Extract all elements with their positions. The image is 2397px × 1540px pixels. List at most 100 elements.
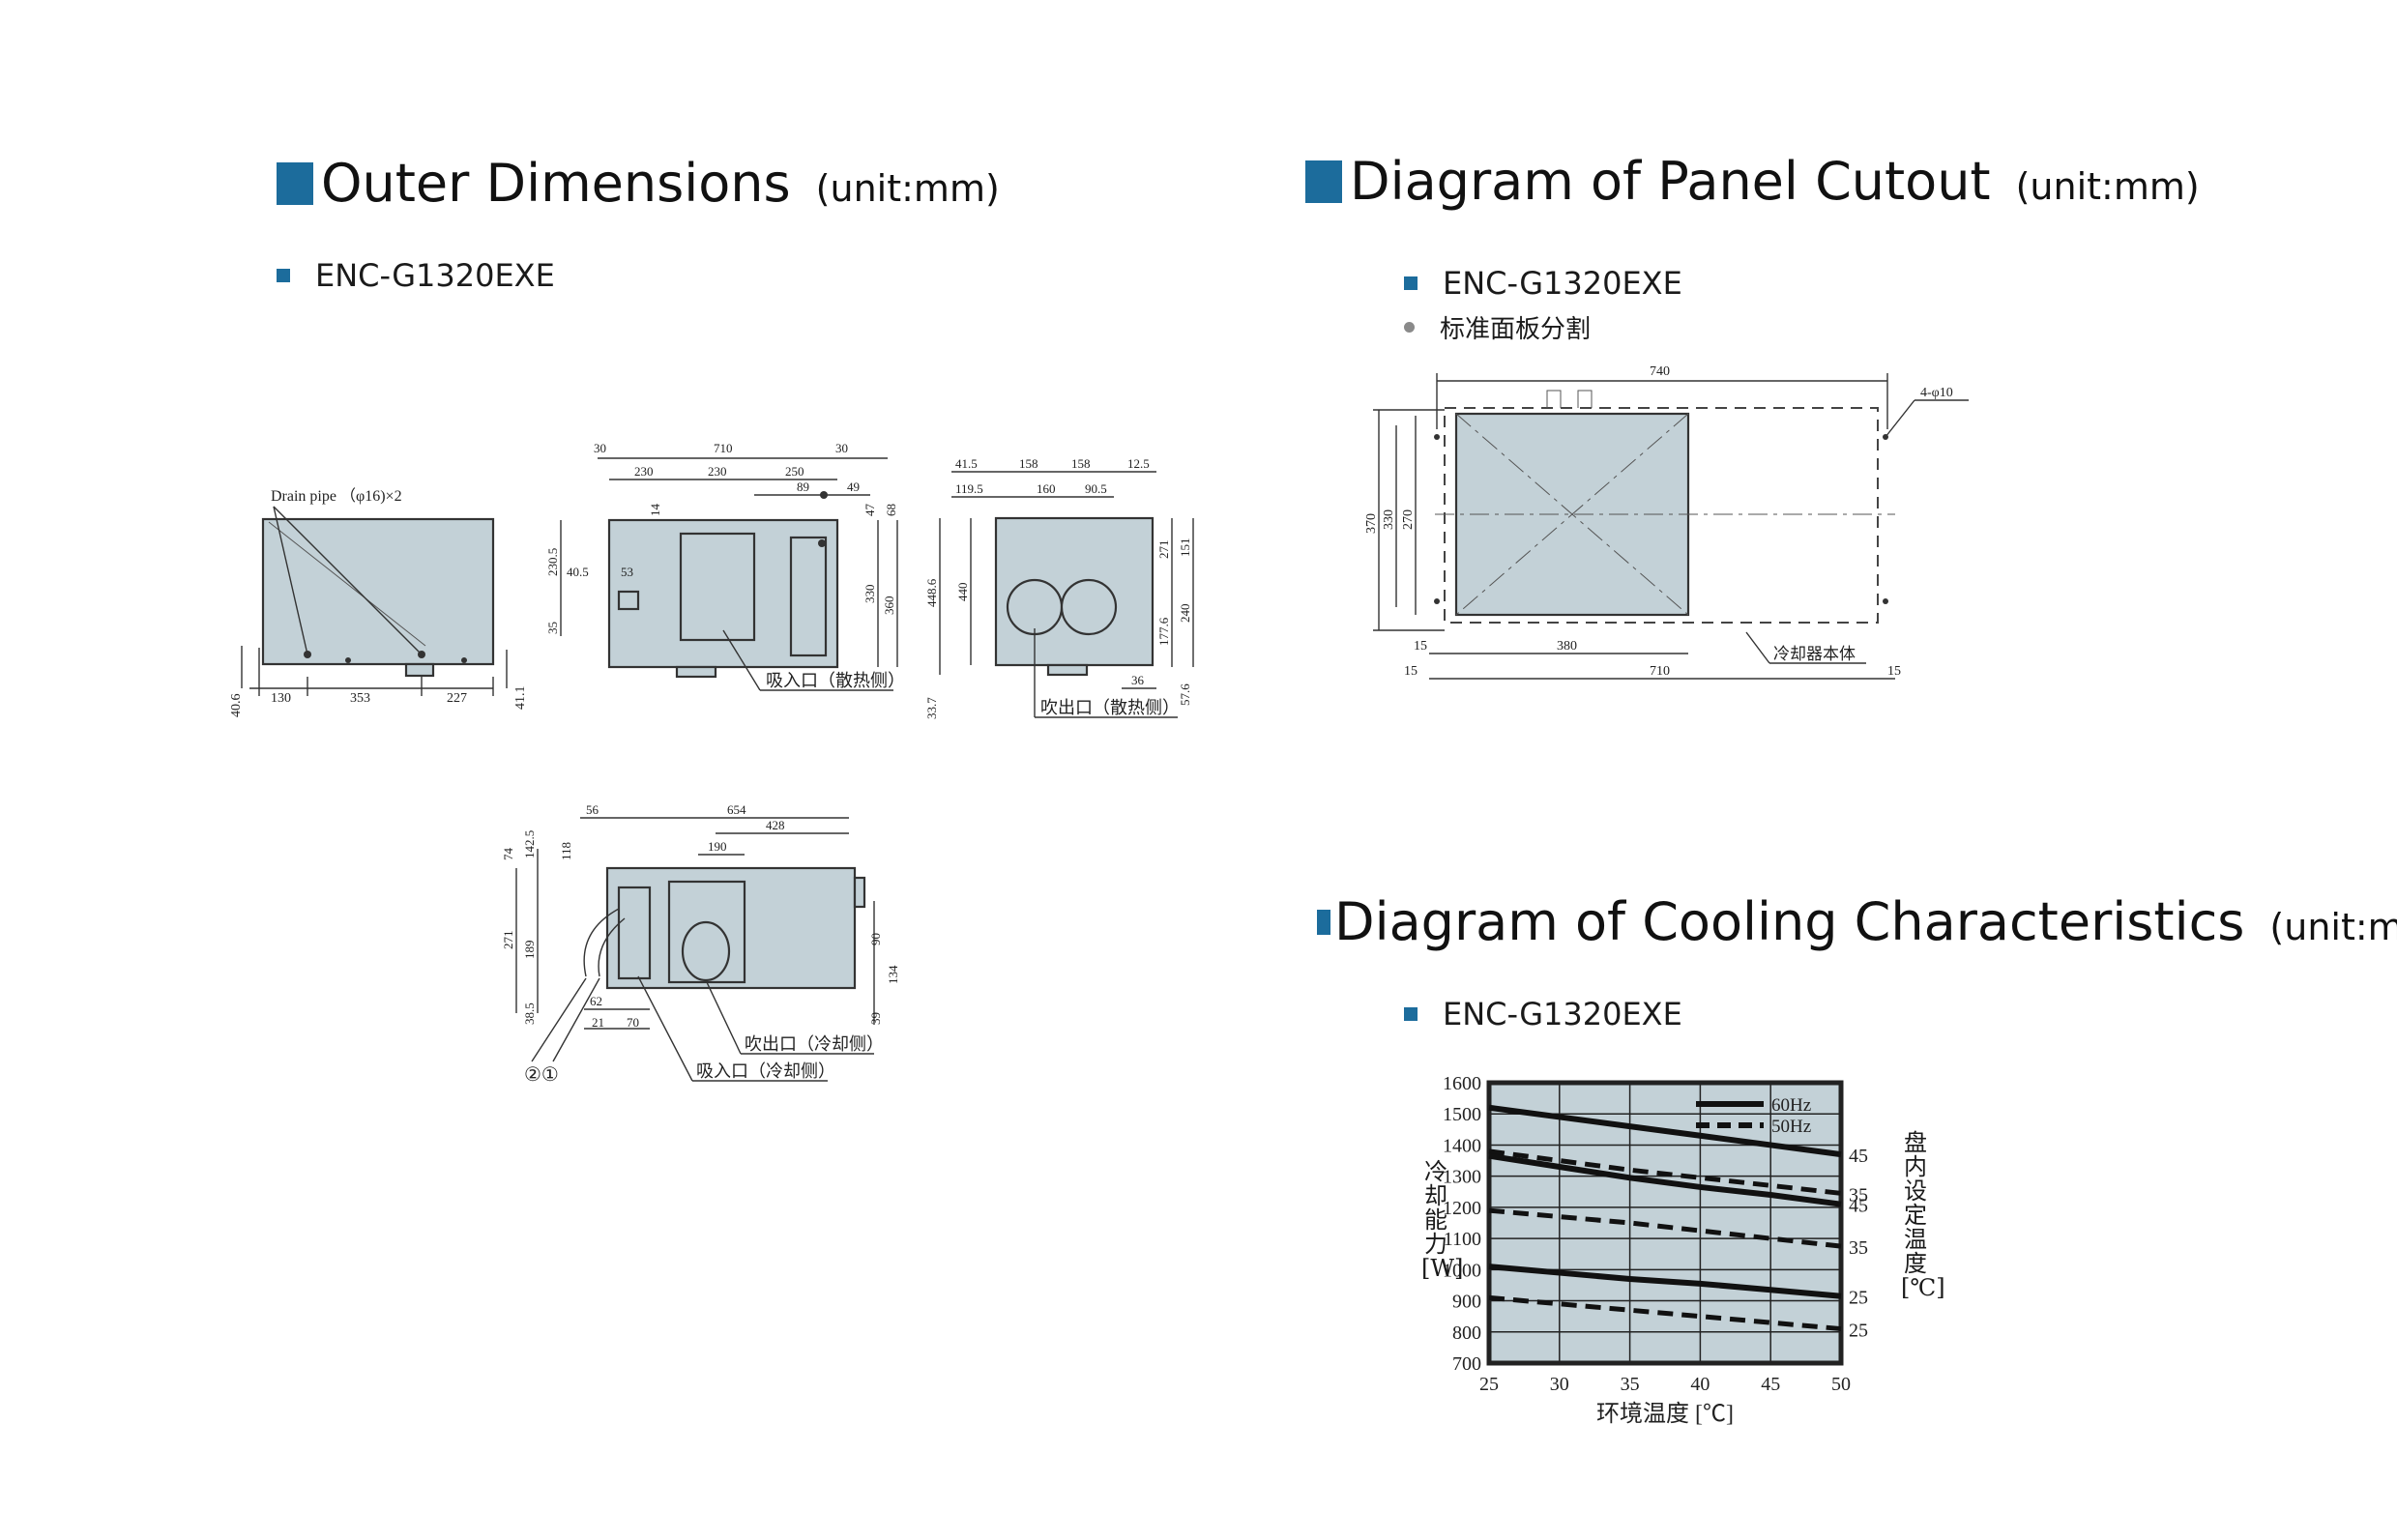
y-axis-label: 冷却能力[W] (1421, 1158, 1464, 1282)
panel-dim-15b: 15 (1404, 664, 1418, 679)
rear-dim-12.5: 12.5 (1127, 456, 1150, 471)
front-dim-41.1: 41.1 (513, 686, 528, 711)
cooler-body-label: 冷却器本体 (1773, 645, 1856, 663)
x-tick-35: 35 (1621, 1374, 1640, 1395)
x-axis-label: 环境温度 [℃] (1596, 1401, 1734, 1427)
y2-axis-label: 盘内设定温度[℃] (1901, 1129, 1945, 1301)
bottom-dim-654: 654 (727, 802, 746, 817)
panel-sub-text: 标准面板分割 (1440, 315, 1592, 344)
bottom-dim-271: 271 (501, 931, 515, 950)
y-tick-1300: 1300 (1443, 1167, 1481, 1188)
panel-dim-270: 270 (1401, 509, 1416, 530)
panel-model: ENC-G1320EXE (1404, 265, 1682, 302)
bottom-dim-134: 134 (886, 965, 900, 984)
bottom-dim-142.5: 142.5 (522, 830, 537, 858)
side-dim-40.5: 40.5 (567, 565, 589, 579)
bullet-square-icon (1404, 1007, 1418, 1021)
y-tick-900: 900 (1452, 1292, 1481, 1313)
bottom-dim-118: 118 (559, 842, 573, 860)
panel-model-text: ENC-G1320EXE (1443, 265, 1682, 302)
series-50Hz-35-3 (1488, 1207, 1842, 1249)
bullet-square-icon (1404, 276, 1418, 290)
bottom-dim-38.5: 38.5 (522, 1002, 537, 1025)
bottom-dim-74: 74 (501, 848, 515, 861)
panel-cutout-drawing: 740 4-φ10 370 330 270 15 380 15 710 15 冷… (1364, 364, 1969, 680)
y-tick-700: 700 (1452, 1353, 1481, 1375)
y-tick-1400: 1400 (1443, 1135, 1481, 1156)
side-dim-14: 14 (648, 504, 662, 517)
pipe-number-label: ②① (524, 1064, 559, 1086)
cooling-model-text: ENC-G1320EXE (1443, 996, 1682, 1032)
rear-dim-158b: 158 (1071, 456, 1091, 471)
outer-model-text: ENC-G1320EXE (315, 257, 555, 294)
rear-dim-33.7: 33.7 (924, 697, 939, 719)
setpoint-label-4: 25 (1849, 1288, 1868, 1309)
outer-unit: (unit:mm) (815, 167, 1000, 210)
x-tick-45: 45 (1761, 1374, 1780, 1395)
side-dim-89: 89 (797, 479, 809, 494)
panel-hole-label: 4-φ10 (1920, 386, 1953, 400)
front-view: Drain pipe （φ16)×2 130 353 227 40.6 41.1 (229, 487, 528, 717)
rear-dim-90.5: 90.5 (1085, 481, 1107, 496)
series-60Hz-35-2 (1488, 1152, 1842, 1207)
heading-square-icon (1305, 160, 1342, 203)
setpoint-label-5: 25 (1849, 1321, 1868, 1342)
legend-label-60Hz: 60Hz (1771, 1095, 1811, 1116)
rear-dim-158a: 158 (1019, 456, 1038, 471)
rear-dim-271: 271 (1156, 540, 1171, 560)
cooling-heading: Diagram of Cooling Characteristics (unit… (1317, 891, 2397, 952)
front-dim-353: 353 (350, 691, 370, 706)
series-60Hz-45-0 (1488, 1104, 1842, 1158)
panel-dim-710: 710 (1650, 664, 1670, 679)
bottom-dim-56: 56 (586, 802, 599, 817)
side-dim-53: 53 (621, 565, 633, 579)
panel-dim-15a: 15 (1414, 639, 1427, 654)
outer-title: Outer Dimensions (321, 153, 791, 214)
bottom-dim-39: 39 (868, 1012, 883, 1025)
side-dim-30a: 30 (594, 441, 606, 455)
drain-pipe-label: Drain pipe （φ16)×2 (271, 487, 402, 505)
rear-dim-160: 160 (1037, 481, 1056, 496)
y-tick-1200: 1200 (1443, 1198, 1481, 1219)
series-50Hz-25-5 (1488, 1294, 1842, 1332)
bottom-dim-62: 62 (590, 994, 602, 1008)
heading-square-icon (277, 161, 313, 205)
rear-dim-240: 240 (1178, 604, 1192, 624)
rear-dim-440: 440 (955, 583, 970, 602)
bottom-dim-428: 428 (766, 818, 785, 832)
setpoint-label-0: 45 (1849, 1146, 1868, 1167)
panel-dim-740: 740 (1650, 364, 1670, 379)
panel-dim-380: 380 (1557, 639, 1577, 654)
series-50Hz-45-1 (1488, 1148, 1842, 1196)
heading-square-icon (1317, 909, 1330, 935)
series-60Hz-25-4 (1488, 1264, 1842, 1299)
outer-dimensions-heading: Outer Dimensions (unit:mm) (277, 153, 1000, 214)
legend-label-50Hz: 50Hz (1771, 1117, 1811, 1137)
side-dim-230a: 230 (634, 464, 654, 479)
bottom-outlet-label: 吹出口（冷却侧） (745, 1034, 884, 1054)
bottom-dim-70: 70 (627, 1015, 639, 1030)
rear-outlet-label: 吹出口（散热侧） (1040, 698, 1180, 717)
bullet-dot-icon (1404, 322, 1415, 333)
bottom-inlet-label: 吸入口（冷却侧） (696, 1061, 835, 1081)
panel-dim-15c: 15 (1887, 664, 1901, 679)
cooling-model: ENC-G1320EXE (1404, 996, 1682, 1032)
front-dim-227: 227 (447, 691, 467, 706)
rear-dim-448.6: 448.6 (924, 578, 939, 607)
side-dim-230b: 230 (708, 464, 727, 479)
side-dim-68: 68 (884, 504, 898, 516)
y-tick-800: 800 (1452, 1322, 1481, 1344)
outer-model: ENC-G1320EXE (277, 257, 555, 294)
setpoint-label-1: 35 (1849, 1184, 1868, 1206)
side-dim-30b: 30 (835, 441, 848, 455)
y-tick-1600: 1600 (1443, 1073, 1481, 1094)
panel-dim-370: 370 (1364, 513, 1379, 534)
side-dim-250: 250 (785, 464, 804, 479)
rear-dim-151: 151 (1178, 538, 1192, 558)
front-dim-130: 130 (271, 691, 291, 706)
x-tick-30: 30 (1550, 1374, 1569, 1395)
rear-dim-36: 36 (1131, 673, 1145, 687)
